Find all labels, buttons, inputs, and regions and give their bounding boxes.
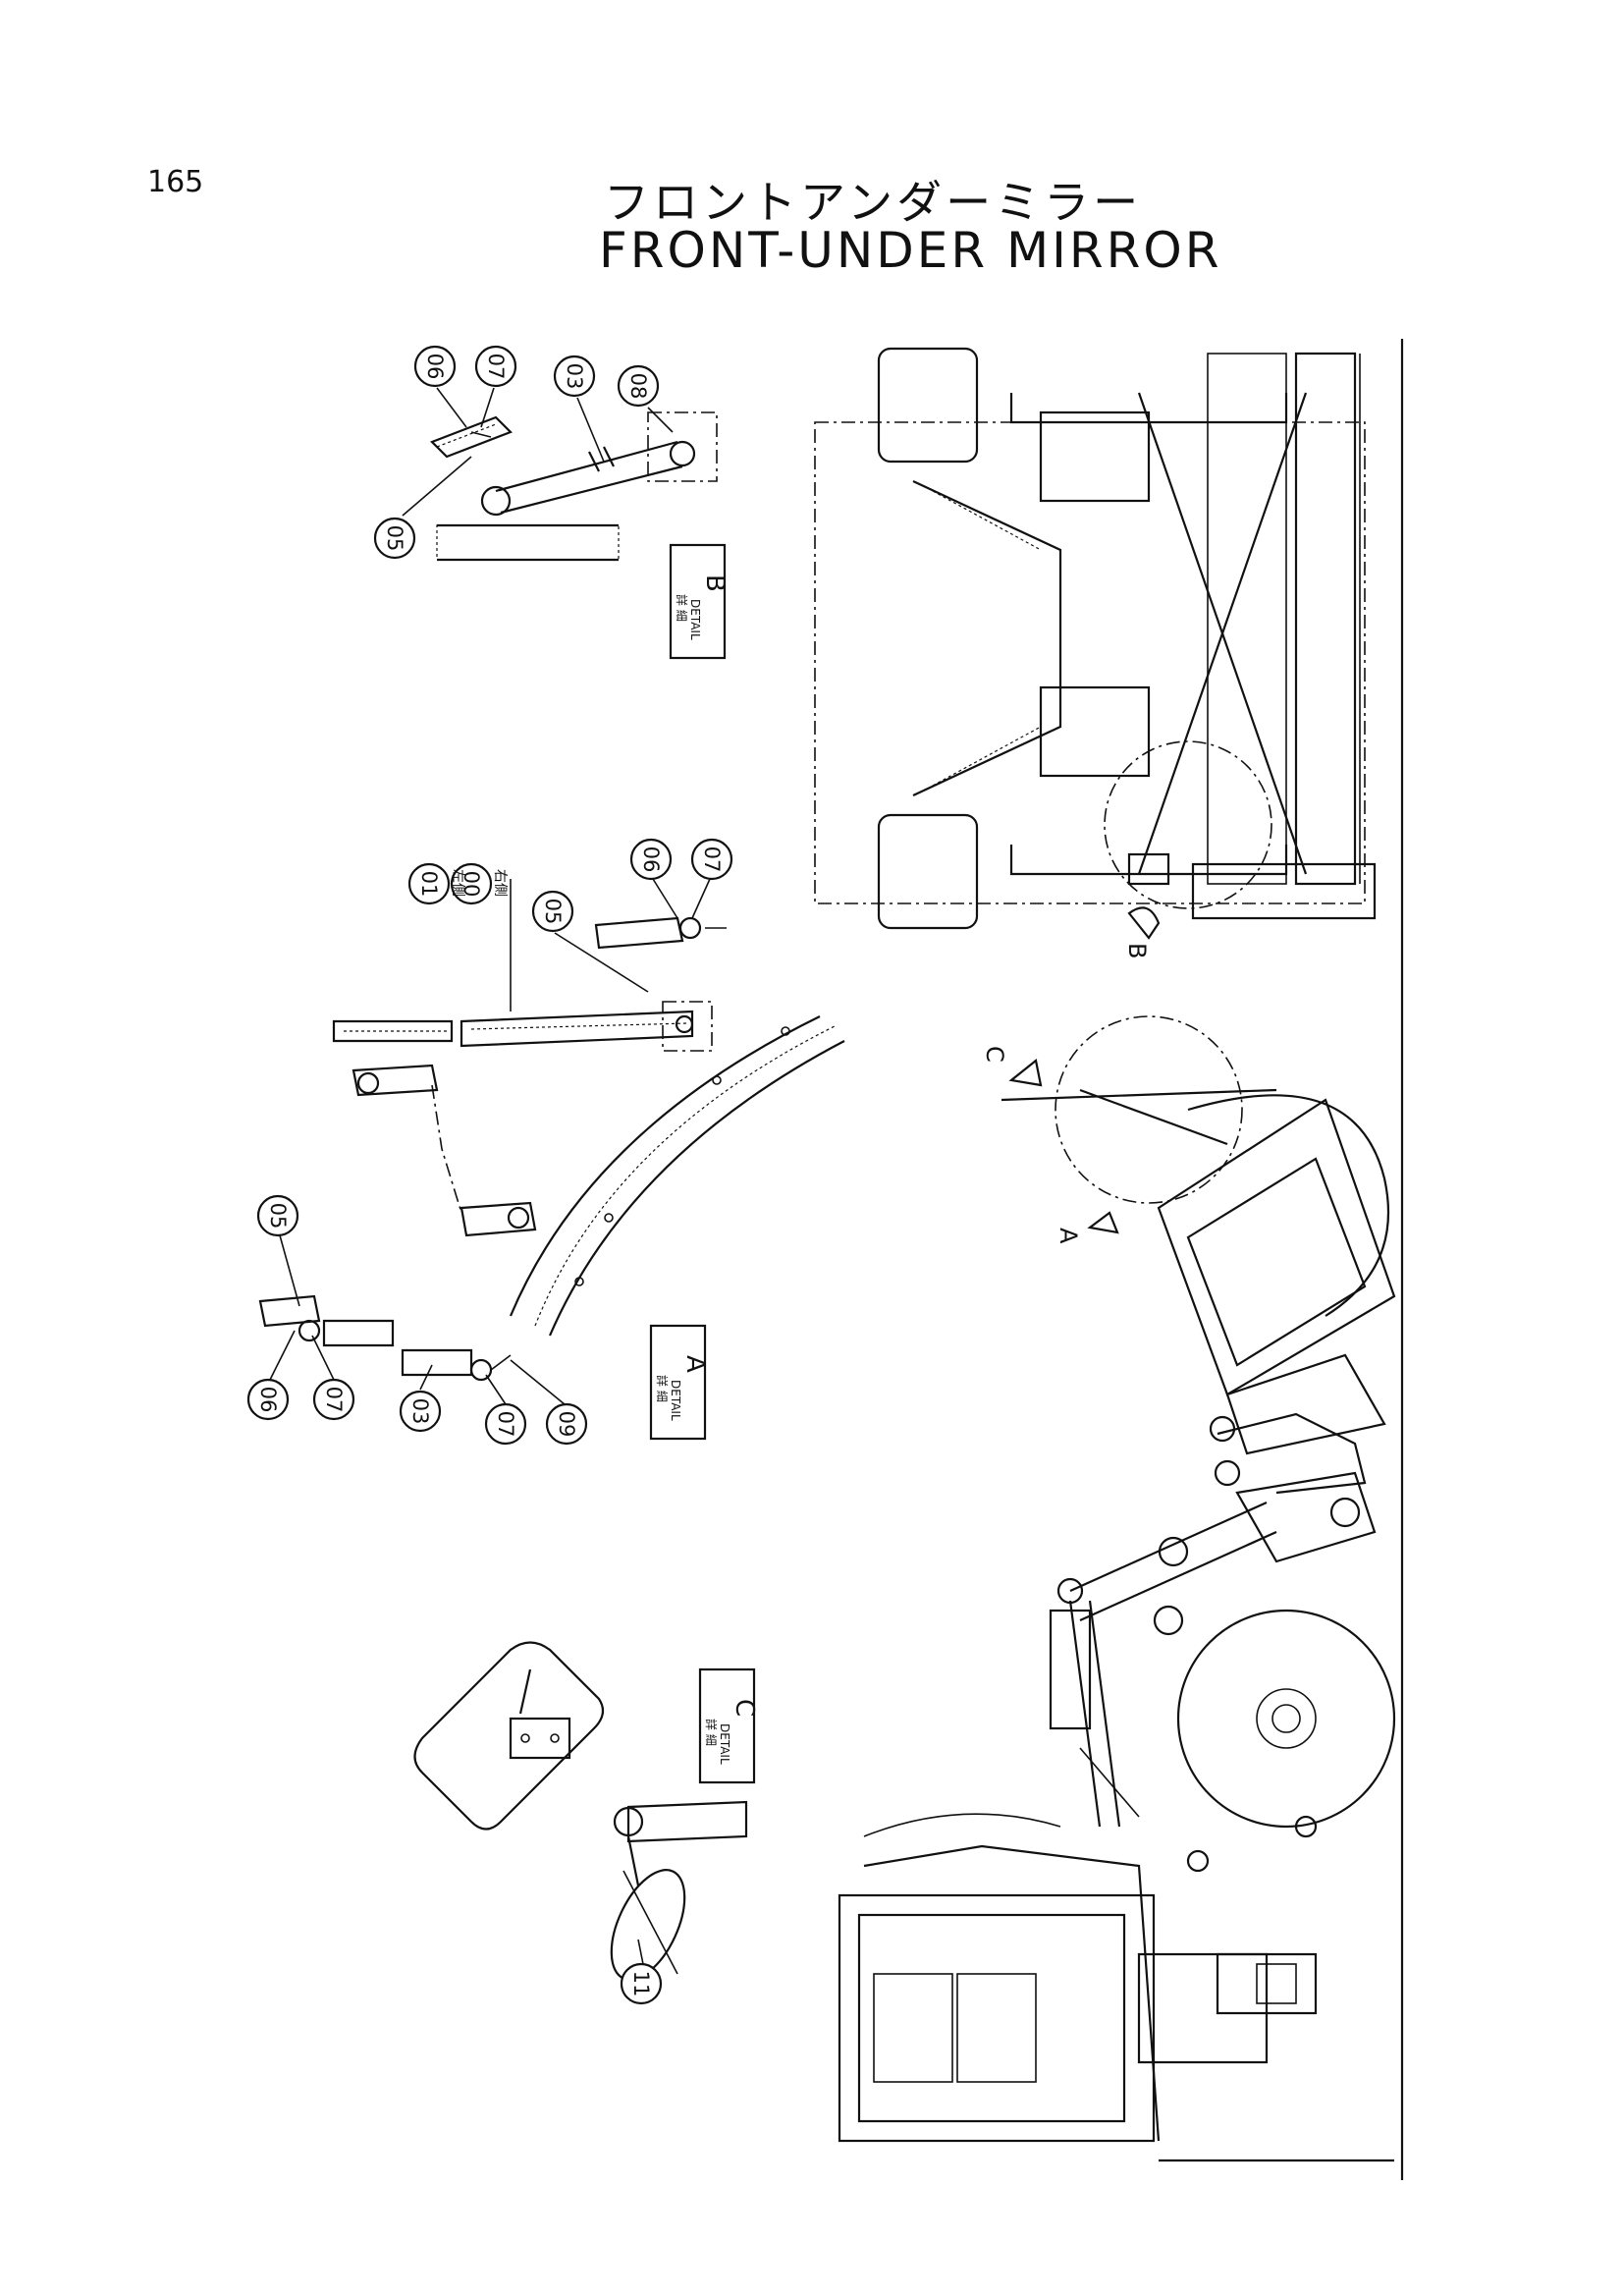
detail-a-letter: A bbox=[680, 1355, 710, 1373]
svg-text:05: 05 bbox=[383, 525, 406, 552]
view-marker-b: B bbox=[1123, 906, 1161, 958]
detail-a-word: DETAIL bbox=[669, 1380, 682, 1421]
callout-a-05: 05 bbox=[256, 1194, 299, 1237]
callout-a-06: 06 bbox=[246, 1378, 290, 1421]
page-title-japanese: フロントアンダーミラー bbox=[604, 176, 1143, 229]
svg-text:07: 07 bbox=[700, 847, 724, 873]
svg-text:09: 09 bbox=[555, 1411, 578, 1438]
callout-b-05: 05 bbox=[373, 517, 416, 560]
detail-c-kanji: 詳 細 bbox=[704, 1719, 719, 1746]
view-marker-c: C bbox=[981, 1046, 1043, 1087]
detail-c-word: DETAIL bbox=[718, 1723, 731, 1765]
detail-b-word: DETAIL bbox=[688, 599, 702, 640]
callout-b-08: 08 bbox=[617, 364, 660, 408]
callout-b-06: 06 bbox=[413, 345, 457, 388]
callout-a-09: 09 bbox=[545, 1402, 588, 1446]
callout-a-07-top: 07 bbox=[690, 838, 733, 881]
detail-b-label: B 詳 細 DETAIL bbox=[669, 543, 730, 660]
detail-a-label: A 詳 細 DETAIL bbox=[649, 1324, 710, 1441]
view-marker-a: A bbox=[1055, 1211, 1119, 1244]
svg-text:07: 07 bbox=[322, 1387, 346, 1413]
callout-c-11: 11 bbox=[620, 1962, 663, 2005]
side-label-right: 右側 bbox=[492, 869, 508, 897]
svg-text:01: 01 bbox=[417, 871, 441, 898]
callout-b-07: 07 bbox=[474, 345, 517, 388]
callout-a-07b: 07 bbox=[484, 1402, 527, 1446]
callout-a-07: 07 bbox=[312, 1378, 355, 1421]
page-number: 165 bbox=[147, 165, 204, 199]
svg-text:03: 03 bbox=[408, 1398, 432, 1425]
callout-b-03: 03 bbox=[553, 355, 596, 398]
svg-text:05: 05 bbox=[266, 1203, 290, 1230]
callout-a-03: 03 bbox=[399, 1390, 442, 1433]
detail-c-label: C 詳 細 DETAIL bbox=[698, 1667, 759, 1784]
detail-c-drawing bbox=[413, 1641, 748, 1981]
callout-a-01: 01 bbox=[407, 862, 451, 905]
detail-b-kanji: 詳 細 bbox=[675, 594, 689, 622]
svg-text:06: 06 bbox=[256, 1387, 280, 1413]
side-label-left: 左側 bbox=[450, 869, 465, 897]
svg-text:07: 07 bbox=[484, 354, 508, 380]
detail-c-letter: C bbox=[730, 1699, 759, 1717]
svg-text:08: 08 bbox=[626, 373, 650, 400]
callout-a-06-top: 06 bbox=[629, 838, 673, 881]
svg-text:06: 06 bbox=[423, 354, 447, 380]
detail-a-kanji: 詳 細 bbox=[655, 1375, 670, 1402]
svg-text:11: 11 bbox=[629, 1971, 653, 1997]
page-title-english: FRONT-UNDER MIRROR bbox=[599, 222, 1222, 279]
svg-text:03: 03 bbox=[563, 363, 586, 390]
svg-text:06: 06 bbox=[639, 847, 663, 873]
view-marker-c-label: C bbox=[981, 1046, 1008, 1063]
detail-a-drawing bbox=[258, 916, 845, 1382]
view-marker-a-label: A bbox=[1055, 1228, 1082, 1244]
svg-text:00: 00 bbox=[460, 871, 483, 898]
svg-text:07: 07 bbox=[494, 1411, 517, 1438]
svg-text:05: 05 bbox=[541, 899, 565, 925]
view-marker-b-label: B bbox=[1123, 943, 1151, 958]
detail-b-letter: B bbox=[700, 574, 730, 592]
detail-b-drawing bbox=[430, 411, 718, 562]
callout-a-05-top: 05 bbox=[531, 890, 574, 933]
callout-a-00: 00 bbox=[450, 862, 493, 905]
wheel-loader-drawing bbox=[814, 339, 1404, 2180]
